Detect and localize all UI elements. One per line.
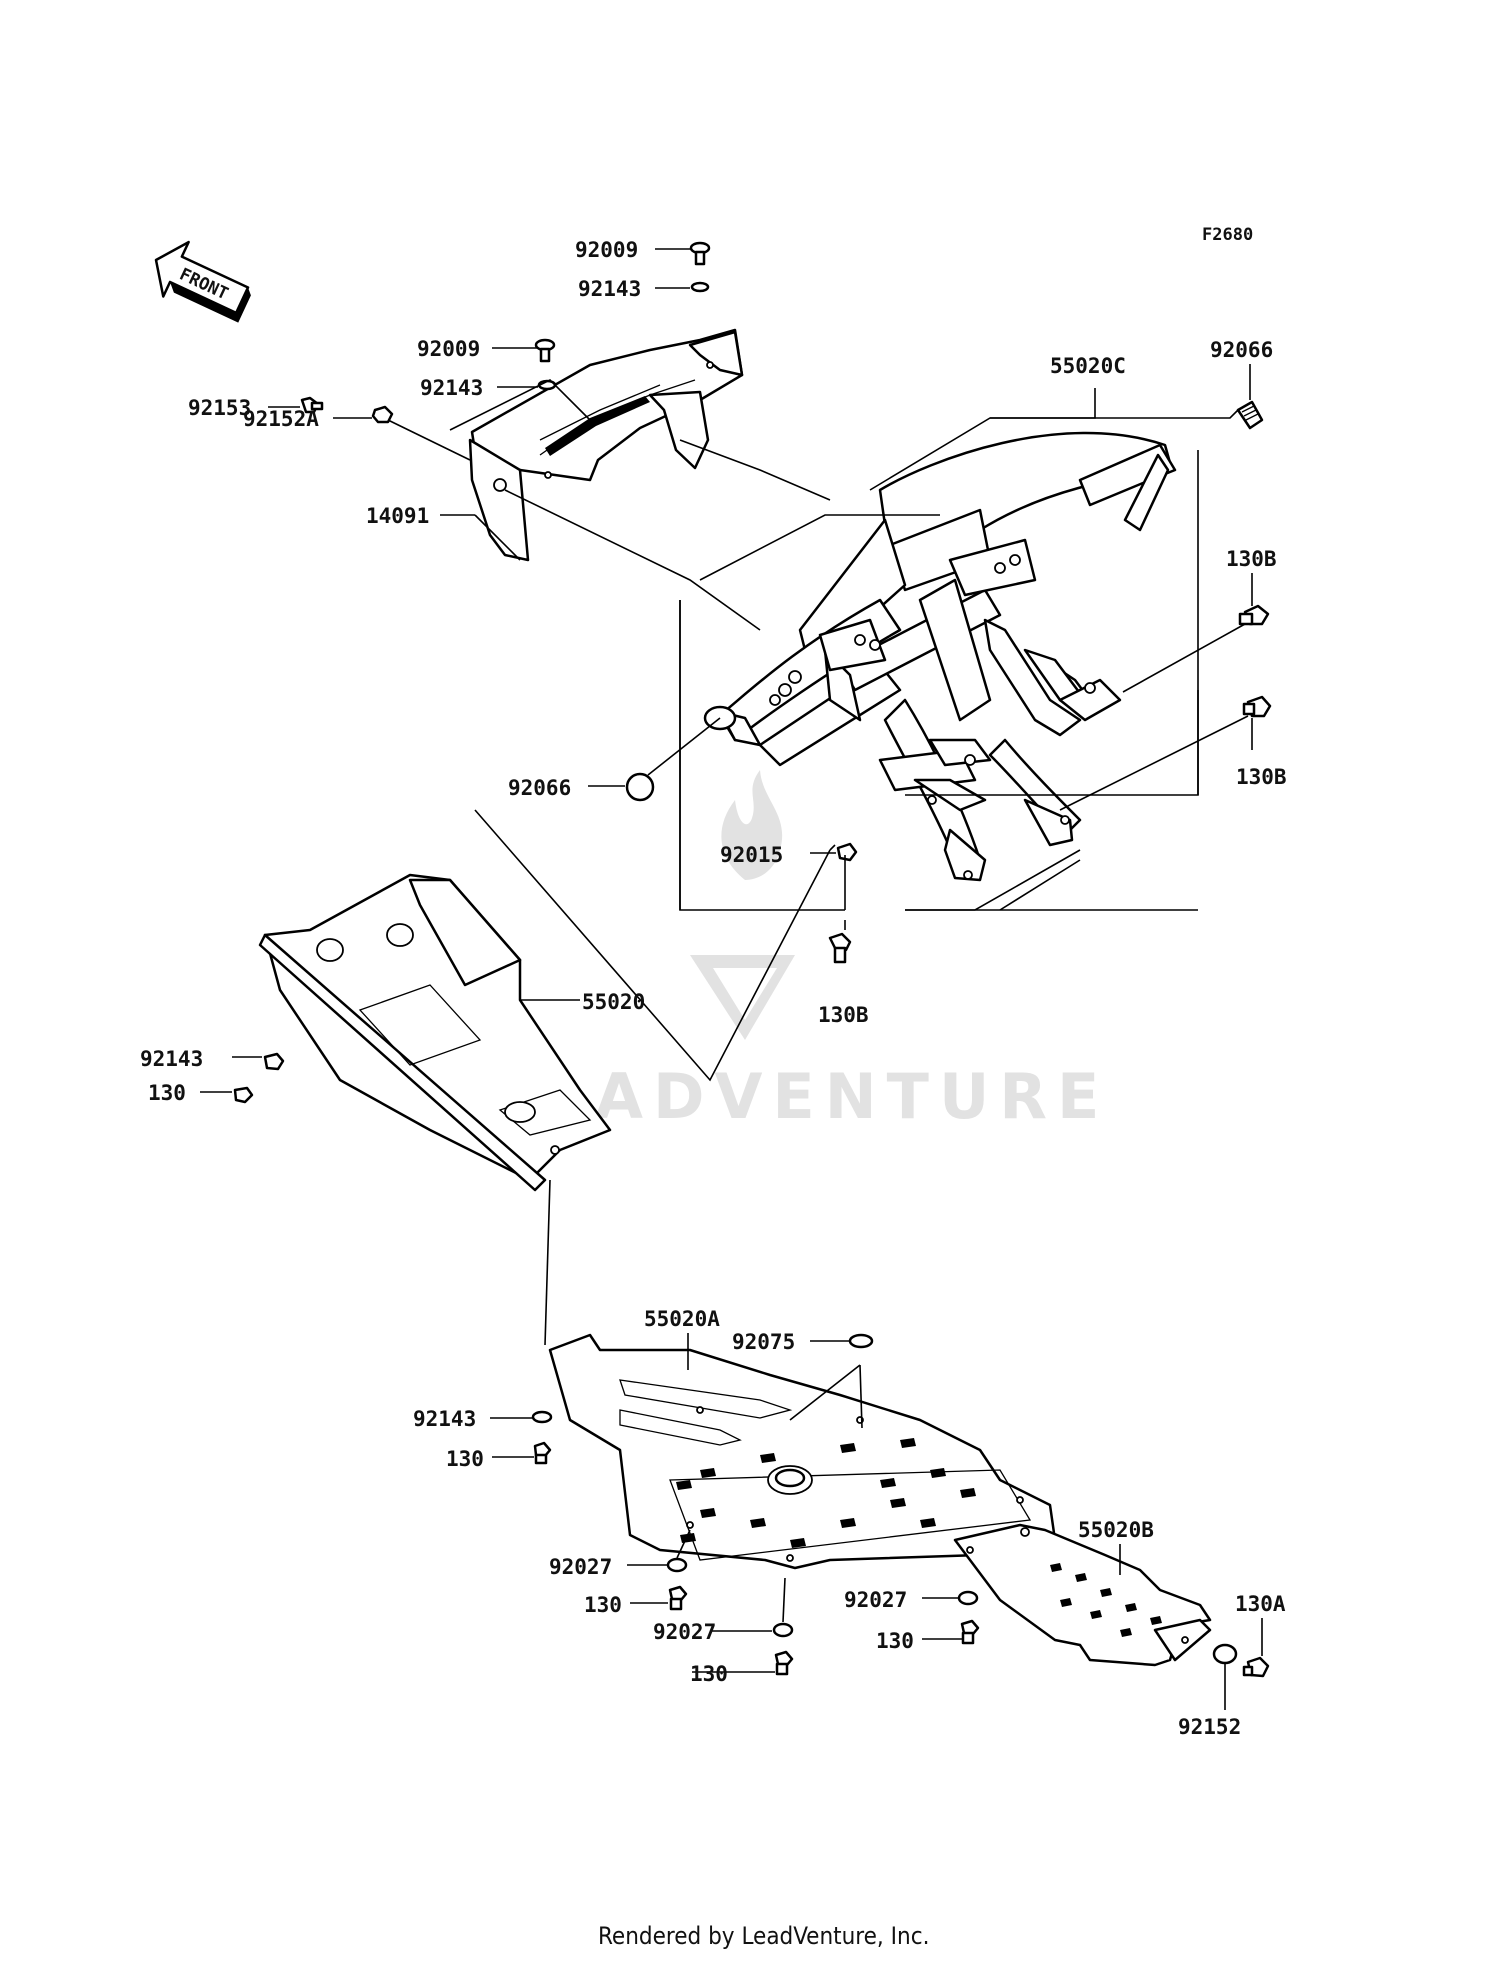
callout-92153: 92153	[188, 396, 251, 420]
callout-130-b: 130	[584, 1593, 622, 1617]
bolt-130-a-icon	[533, 1441, 552, 1465]
callout-130-a: 130	[446, 1447, 484, 1471]
callout-92143-mid: 92143	[140, 1047, 203, 1071]
nut-92152a-icon	[371, 405, 394, 424]
bolt-92009-top-icon	[689, 241, 711, 266]
washer-92143-low-icon	[531, 1410, 553, 1424]
callout-92075: 92075	[732, 1330, 795, 1354]
bolt-130-d-icon	[960, 1619, 980, 1645]
callout-92143-left: 92143	[420, 376, 483, 400]
bolt-92153-icon	[300, 396, 324, 414]
washer-92027-a-icon	[666, 1557, 688, 1573]
bolt-130b-lower-icon	[828, 932, 852, 964]
callout-130b-mid: 130B	[1236, 765, 1287, 789]
watermark-text: ADVENTURE	[595, 1060, 1109, 1133]
skid-plate-55020	[258, 873, 612, 1192]
bolt-92009-left-icon	[534, 338, 556, 363]
callout-130-c: 130	[690, 1662, 728, 1686]
callout-92009-top: 92009	[575, 238, 638, 262]
callout-92027-a: 92027	[549, 1555, 612, 1579]
bolt-130-c-icon	[774, 1650, 794, 1676]
watermark: ADVENTURE	[595, 770, 1109, 1133]
washer-92143-mid-icon	[263, 1052, 285, 1071]
callout-92152: 92152	[1178, 1715, 1241, 1739]
callout-92066-left: 92066	[508, 776, 571, 800]
washer-92027-c-icon	[957, 1590, 979, 1606]
watermark-v-icon	[690, 955, 795, 1040]
cap-92066-left-icon	[625, 772, 655, 802]
footer-credit: Rendered by LeadVenture, Inc.	[598, 1922, 929, 1950]
callout-130b-lower: 130B	[818, 1003, 869, 1027]
clip-92015-icon	[836, 842, 858, 862]
callout-55020a: 55020A	[644, 1307, 720, 1331]
cover-14091	[468, 328, 744, 562]
callout-92015: 92015	[720, 843, 783, 867]
callout-92027-c: 92027	[844, 1588, 907, 1612]
bolt-130a-icon	[1242, 1656, 1270, 1678]
callout-130-d: 130	[876, 1629, 914, 1653]
callout-92143-top: 92143	[578, 277, 641, 301]
callout-14091: 14091	[366, 504, 429, 528]
skid-plate-55020a	[548, 1333, 1057, 1570]
skid-plate-55020b	[953, 1523, 1212, 1667]
front-arrow-icon: FRONT	[154, 240, 251, 323]
bolt-130-b-icon	[668, 1585, 688, 1611]
callout-55020c: 55020C	[1050, 354, 1126, 378]
fasteners	[233, 241, 1272, 1678]
callout-92009-left: 92009	[417, 337, 480, 361]
bolt-130b-upper-icon	[1238, 604, 1270, 626]
callout-92066-top: 92066	[1210, 338, 1273, 362]
cap-92066-top-icon	[1236, 400, 1264, 430]
guard-frame-55020c	[703, 431, 1177, 882]
callout-130b-upper: 130B	[1226, 547, 1277, 571]
callout-130a: 130A	[1235, 1592, 1286, 1616]
callout-92143-low: 92143	[413, 1407, 476, 1431]
callout-92152a: 92152A	[243, 407, 319, 431]
figure-code: F2680	[1202, 225, 1253, 245]
bolt-130-mid-icon	[233, 1086, 254, 1104]
callout-labels: 92009 92143 92009 92143 92153 92152A 140…	[140, 238, 1287, 1739]
washer-92143-top-icon	[690, 281, 710, 293]
callout-92027-b: 92027	[653, 1620, 716, 1644]
plug-92075-icon	[848, 1333, 874, 1349]
watermark-flame-icon	[721, 770, 783, 880]
callout-130-mid: 130	[148, 1081, 186, 1105]
washer-92152-icon	[1212, 1643, 1238, 1665]
leader-lines	[200, 248, 1263, 1710]
callout-55020: 55020	[582, 990, 645, 1014]
washer-92027-b-icon	[772, 1622, 794, 1638]
bolt-130b-mid-icon	[1242, 695, 1272, 718]
callout-55020b: 55020B	[1078, 1518, 1154, 1542]
